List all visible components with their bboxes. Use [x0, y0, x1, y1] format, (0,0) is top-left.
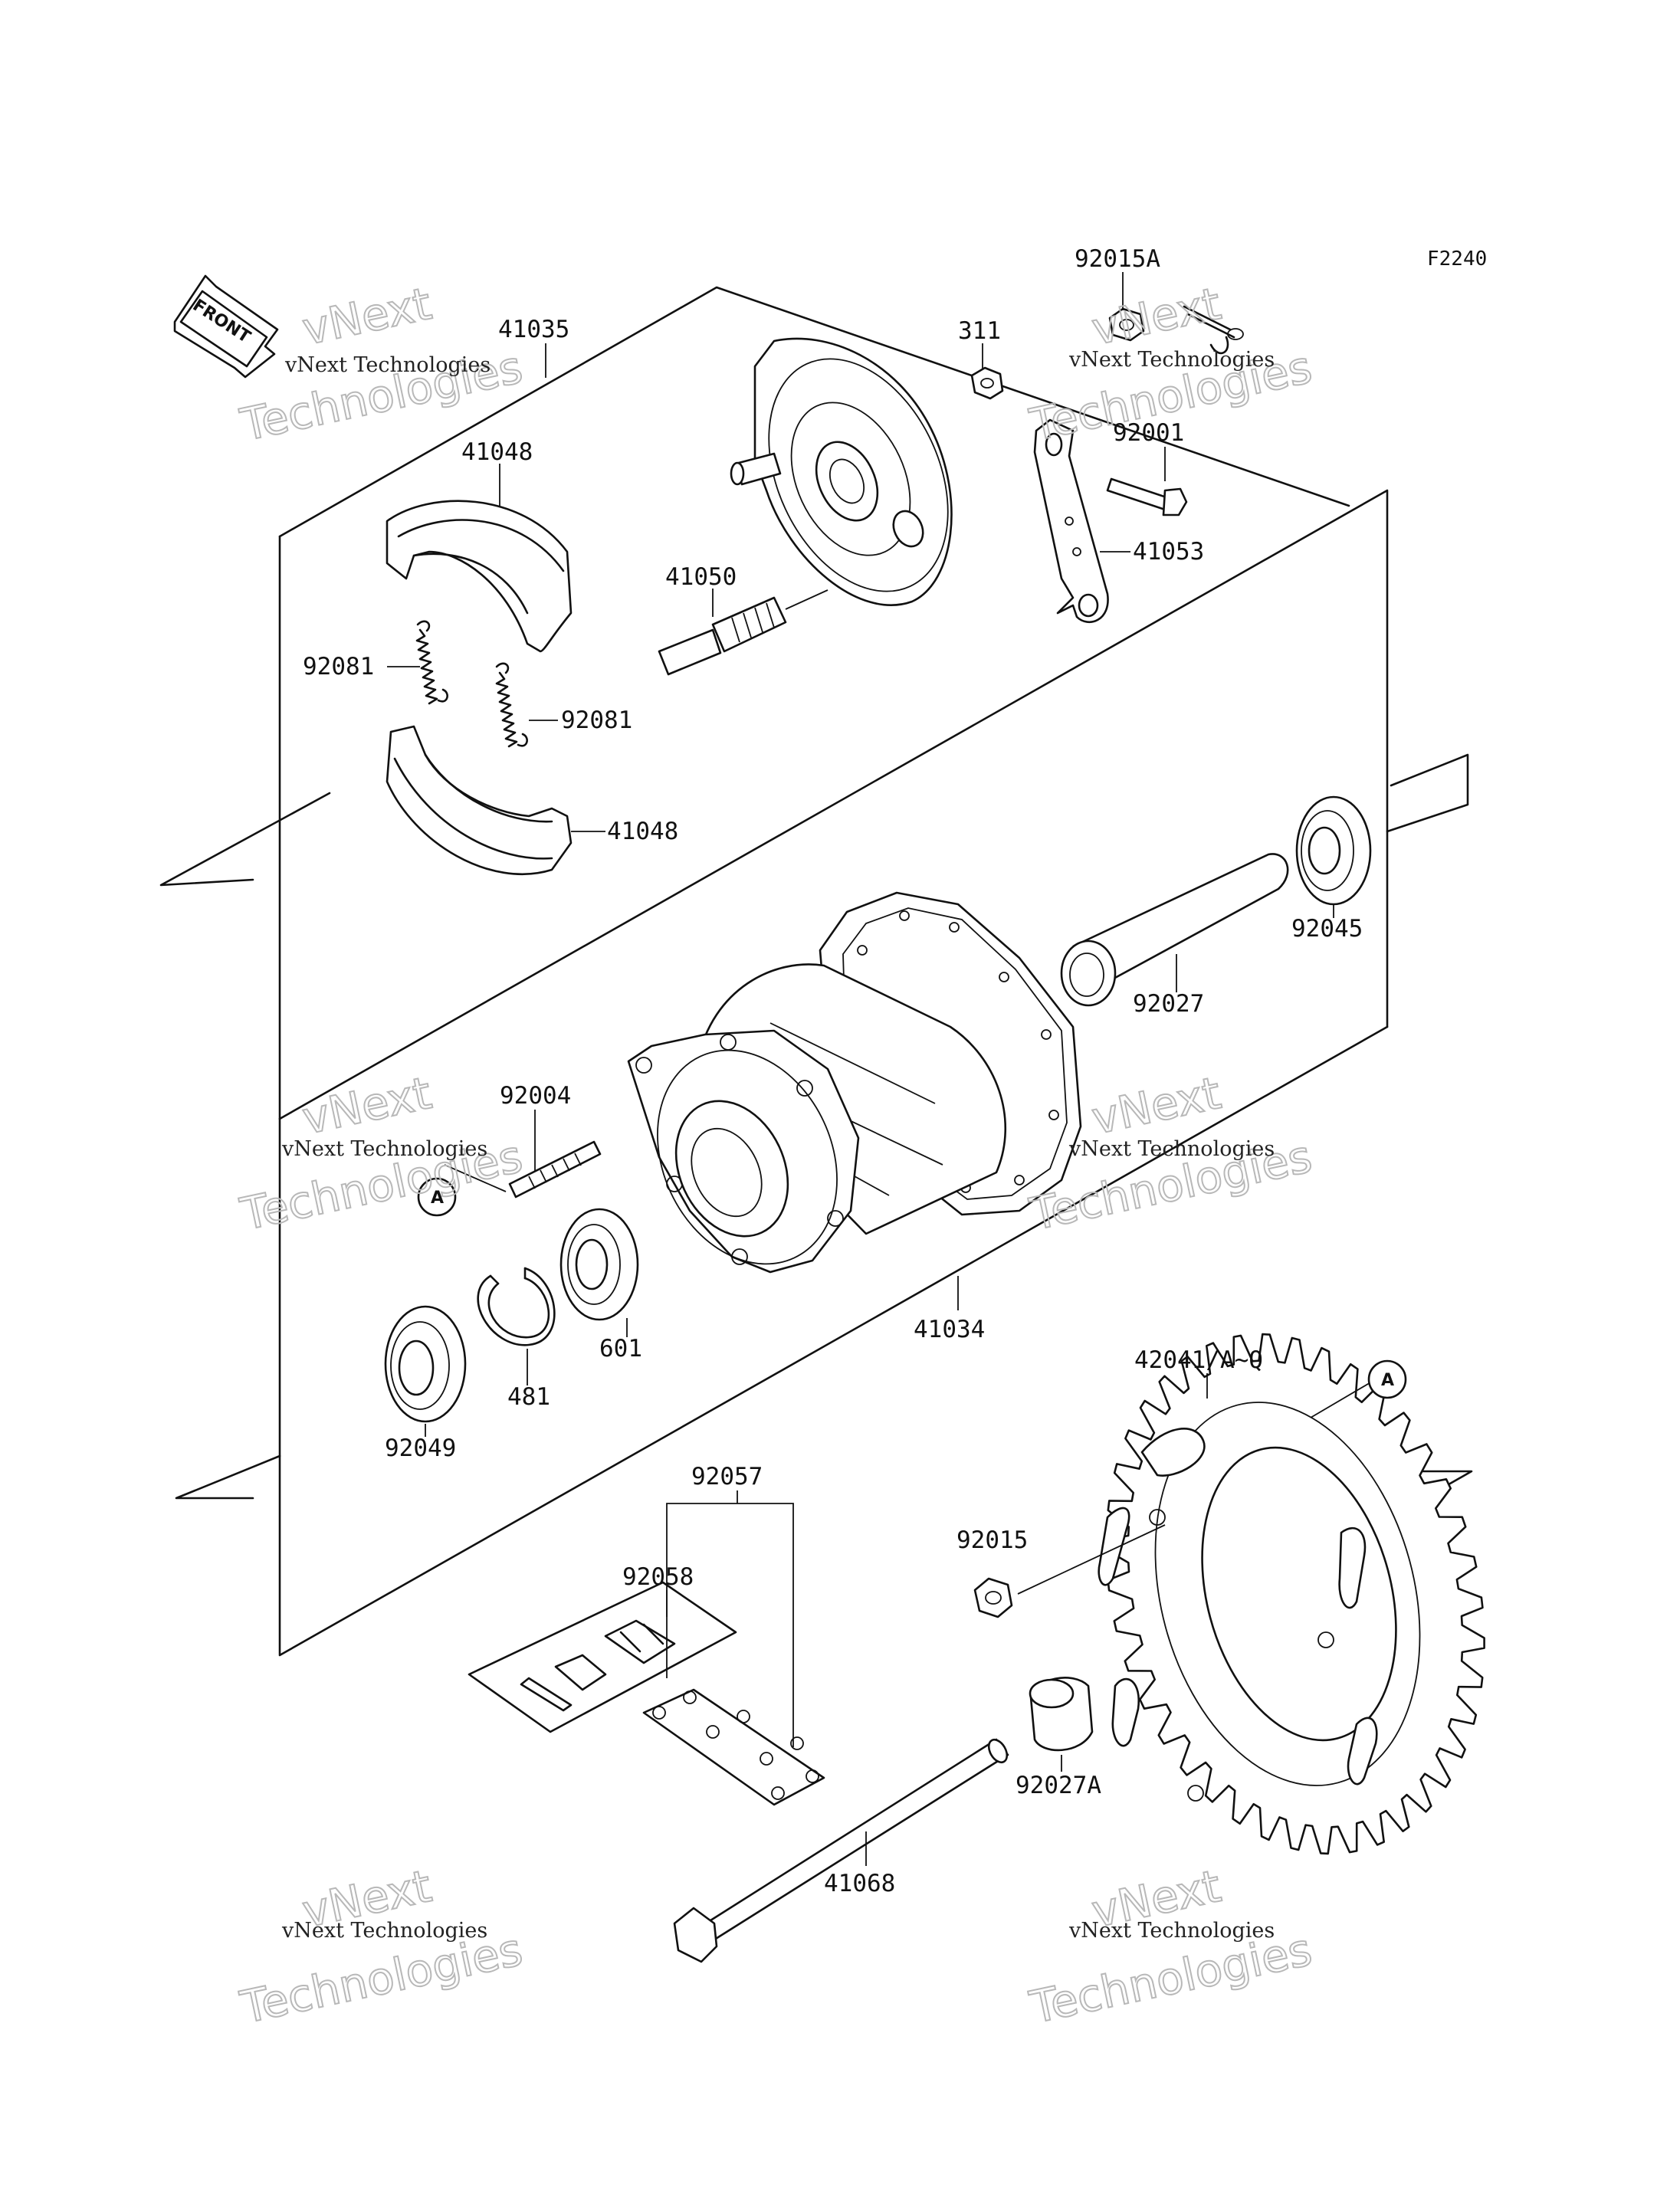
- label-92004: 92004: [500, 1082, 571, 1110]
- bearing-92045: [1295, 795, 1372, 906]
- oil-seal-92049: [384, 1305, 467, 1423]
- brake-cam: [658, 589, 829, 676]
- svg-text:vNext Technologies: vNext Technologies: [281, 1137, 487, 1161]
- label-92058: 92058: [622, 1563, 694, 1591]
- label-41068: 41068: [824, 1870, 895, 1897]
- svg-text:A: A: [431, 1189, 444, 1208]
- svg-text:vNext: vNext: [298, 1067, 436, 1145]
- label-92049: 92049: [385, 1435, 456, 1462]
- svg-text:vNext Technologies: vNext Technologies: [1068, 1919, 1275, 1943]
- watermark-br: vNext Technologies vNext Technologies: [1025, 1859, 1317, 2035]
- svg-text:vNext Technologies: vNext Technologies: [284, 353, 491, 377]
- part-labels: 41035 41048 92081 92081 41048 41050 9201…: [303, 245, 1363, 1897]
- label-92027a: 92027A: [1016, 1772, 1101, 1799]
- wheel-hub: [627, 891, 1082, 1274]
- label-92081-left: 92081: [303, 653, 374, 680]
- spring-right-icon: [495, 662, 528, 748]
- label-42041: 42041/A~Q: [1134, 1346, 1263, 1374]
- torque-link-arm: [1033, 418, 1109, 624]
- svg-text:A: A: [1381, 1371, 1394, 1390]
- brake-shoe-upper: [386, 500, 573, 653]
- ref-marker-a-left: A: [417, 1177, 457, 1217]
- label-92015: 92015: [956, 1526, 1028, 1554]
- label-92045: 92045: [1291, 915, 1363, 943]
- label-41034: 41034: [914, 1316, 985, 1343]
- svg-text:vNext: vNext: [298, 277, 436, 356]
- label-311: 311: [958, 317, 1001, 345]
- bearing-601: [559, 1208, 639, 1321]
- watermark-mr: vNext Technologies vNext Technologies: [1025, 1066, 1317, 1241]
- label-481: 481: [507, 1383, 550, 1411]
- label-41050: 41050: [665, 563, 737, 591]
- label-92081-right: 92081: [561, 707, 632, 734]
- front-arrow-icon: FRONT: [173, 274, 279, 379]
- figure-id: F2240: [1427, 248, 1487, 271]
- label-92001: 92001: [1113, 419, 1184, 447]
- label-41035: 41035: [498, 316, 569, 343]
- spacer-92027a: [1029, 1677, 1094, 1752]
- svg-text:vNext: vNext: [1088, 277, 1226, 356]
- svg-text:vNext Technologies: vNext Technologies: [281, 1919, 487, 1943]
- svg-text:vNext Technologies: vNext Technologies: [1068, 1137, 1275, 1161]
- leader-lines: [387, 272, 1373, 1866]
- label-92015a: 92015A: [1075, 245, 1160, 273]
- ref-marker-a-right: A: [1367, 1359, 1407, 1399]
- label-41053: 41053: [1133, 538, 1204, 566]
- watermark-tl: vNext Technologies vNext Technologies: [235, 277, 528, 452]
- label-601: 601: [599, 1335, 642, 1362]
- watermark-bl: vNext Technologies vNext Technologies: [235, 1859, 528, 2035]
- label-41048-lower: 41048: [607, 818, 678, 845]
- brake-panel: [730, 337, 953, 606]
- bolt-92001-icon: [1106, 477, 1188, 516]
- brake-shoe-lower: [386, 725, 573, 875]
- cotter-pin-icon: [1183, 305, 1244, 355]
- stud-92004: [508, 1140, 602, 1199]
- drive-chain: [642, 1688, 825, 1806]
- label-92027: 92027: [1133, 990, 1204, 1018]
- label-92057: 92057: [691, 1463, 763, 1490]
- axle-41068: [673, 1738, 1009, 1963]
- nut-icon: [970, 366, 1004, 400]
- spring-left-icon: [415, 620, 448, 705]
- rear-sprocket: [1098, 1333, 1485, 1855]
- circlip-481: [477, 1267, 556, 1346]
- spacer-sleeve-92027: [1060, 853, 1289, 1007]
- master-link-kit: [468, 1581, 737, 1733]
- nut-92015-icon: [973, 1577, 1013, 1618]
- assembly-outline: [159, 286, 1473, 1657]
- label-41048-upper: 41048: [461, 438, 533, 466]
- svg-text:vNext: vNext: [1088, 1067, 1226, 1145]
- svg-text:vNext Technologies: vNext Technologies: [1068, 348, 1275, 372]
